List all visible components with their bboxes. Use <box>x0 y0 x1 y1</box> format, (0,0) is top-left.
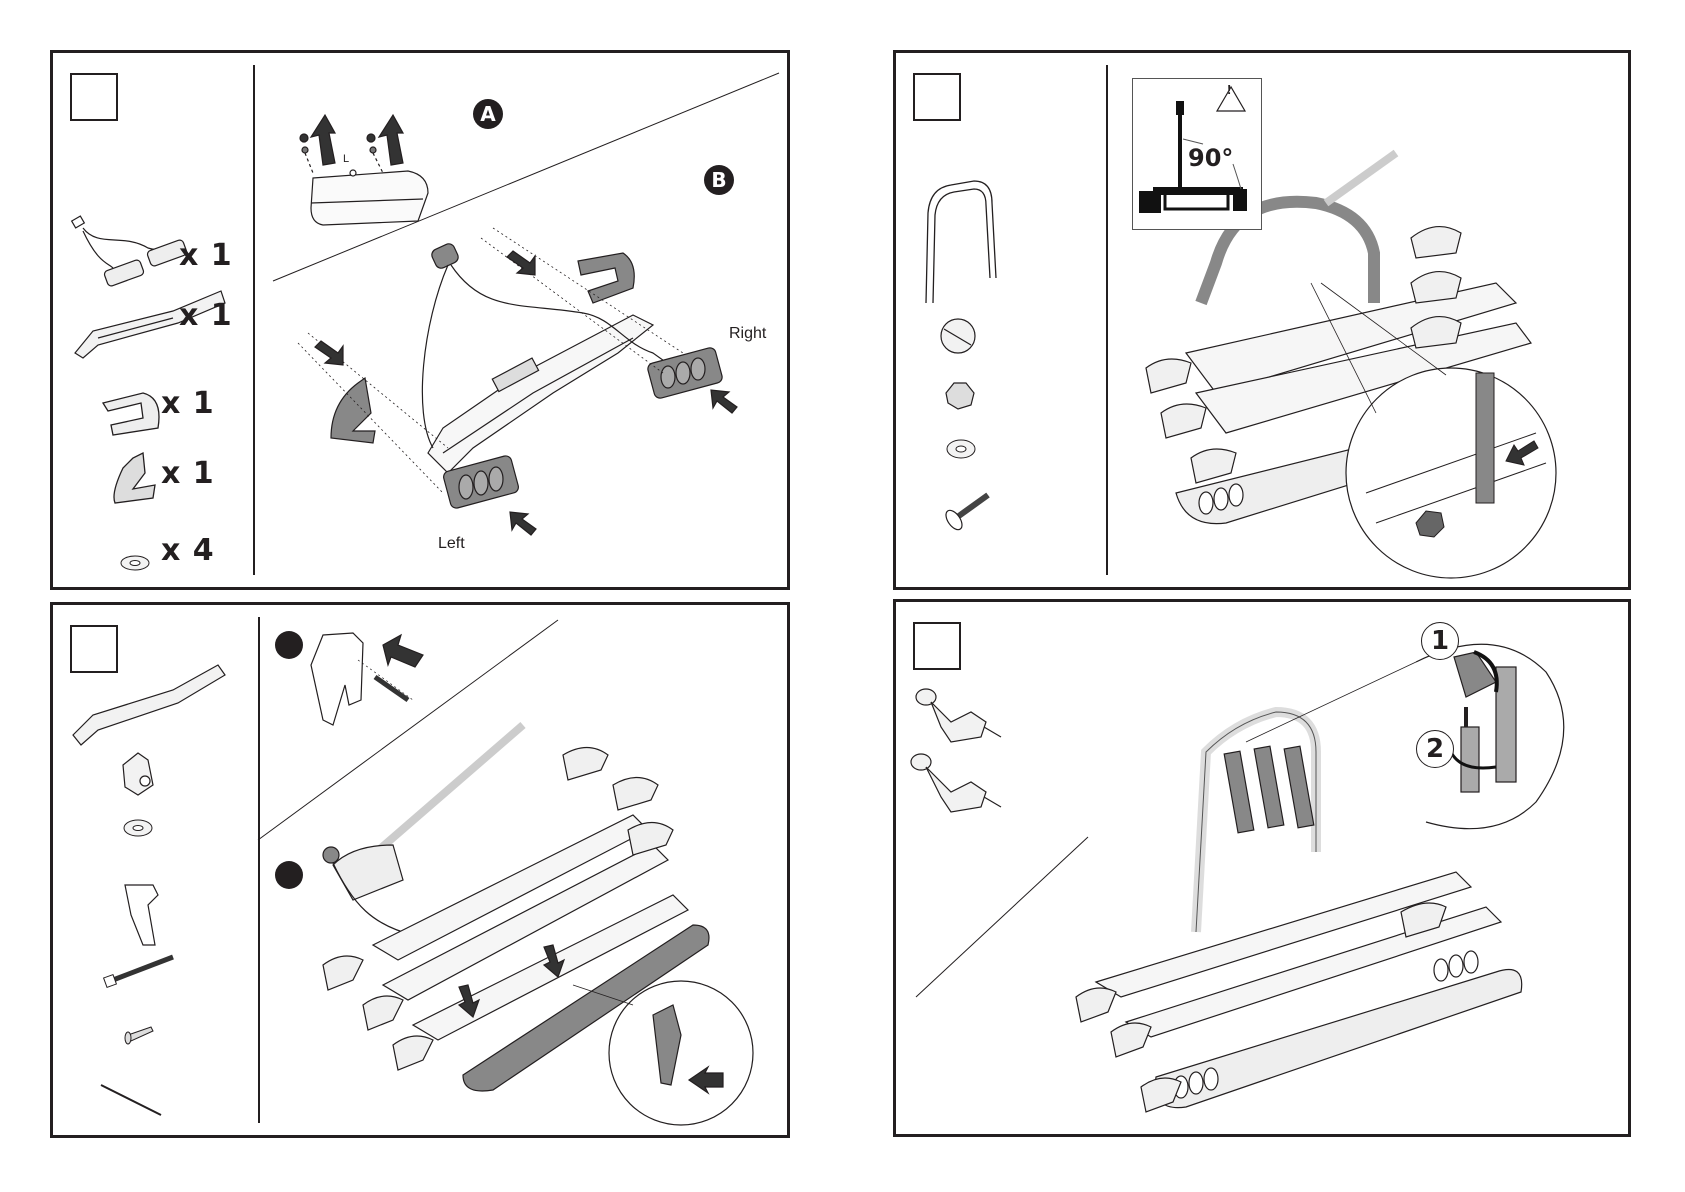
frame-bar-illustration <box>925 149 1557 579</box>
part-qty: x 4 <box>161 533 215 568</box>
step-panel-wheel-arms: 1 2 <box>893 599 1631 1137</box>
angle-label: 90° <box>1188 144 1234 172</box>
part-frame-holder-arm <box>915 688 1002 743</box>
wheel-cradles <box>1145 226 1462 484</box>
step-panel-light-bar-mount <box>50 602 790 1138</box>
step-number-box <box>913 622 961 670</box>
part-washer <box>120 555 150 571</box>
part-end-cap-right <box>101 392 160 436</box>
part-clamp-knob <box>122 752 154 796</box>
part-frame-holder-arm <box>910 753 1002 813</box>
callout-step-2: 2 <box>1416 730 1454 768</box>
arms <box>1223 745 1315 834</box>
bike-carrier-rack <box>1075 643 1565 1113</box>
part-end-cap-left <box>113 451 156 504</box>
part-rotary-knob-cap <box>940 318 976 354</box>
step-number-box <box>70 73 118 121</box>
step-number-box <box>913 73 961 121</box>
part-light-bar <box>72 664 226 746</box>
light-unit-removal <box>299 113 429 226</box>
part-cable-tie <box>100 1084 162 1116</box>
part-washer <box>123 819 153 837</box>
label-left: Left <box>438 535 465 552</box>
part-star-knob <box>945 382 975 410</box>
part-self-tapping-screw <box>124 1026 154 1045</box>
warning-triangle-icon <box>1215 85 1247 112</box>
section-divider-line <box>272 72 780 282</box>
section-divider-line <box>915 836 1089 998</box>
section-divider-line <box>257 619 559 841</box>
parts-divider <box>253 65 255 575</box>
callout-a: A <box>473 99 503 129</box>
part-rear-light-bar <box>74 290 226 359</box>
part-mounting-bracket <box>124 884 159 946</box>
part-hex-bolt <box>102 954 174 989</box>
callout-step-1: 1 <box>1421 622 1459 660</box>
part-qty: x 1 <box>179 298 233 333</box>
sub-step-marker <box>275 631 303 659</box>
bike-carrier-rack <box>322 721 754 1126</box>
rack-upright-diagram <box>1139 85 1247 213</box>
callout-b: B <box>704 165 734 195</box>
bracket-detail <box>310 632 424 726</box>
light-bar-mount-illustration <box>72 619 754 1126</box>
part-qty: x 1 <box>161 456 215 491</box>
step-number-box <box>70 625 118 673</box>
sub-step-marker <box>275 861 303 889</box>
step-panel-frame-bar: ! 90° <box>893 50 1631 590</box>
parts-divider <box>1106 65 1108 575</box>
light-side-letter: L <box>343 153 350 165</box>
part-qty: x 1 <box>161 386 215 421</box>
zoom-detail <box>1365 372 1547 538</box>
bike-carrier-rack <box>1145 149 1557 579</box>
part-light-harness <box>70 215 188 287</box>
lights-illustration <box>70 72 780 571</box>
warning-inset: ! 90° <box>1132 78 1262 230</box>
part-qty: x 1 <box>179 238 233 273</box>
step-panel-lights: x 1 x 1 x 1 x 1 x 4 A B L Right Left <box>50 50 790 590</box>
label-right: Right <box>729 325 767 342</box>
light-bar-assembly <box>297 227 738 536</box>
warning-symbol: ! <box>1227 82 1232 97</box>
zoom-detail-arms <box>1453 651 1517 793</box>
wheel-arms-illustration <box>910 643 1565 1113</box>
parts-divider <box>258 617 260 1123</box>
part-u-frame-bar <box>925 180 997 304</box>
part-carriage-bolt <box>945 492 990 531</box>
part-washer <box>946 439 976 459</box>
